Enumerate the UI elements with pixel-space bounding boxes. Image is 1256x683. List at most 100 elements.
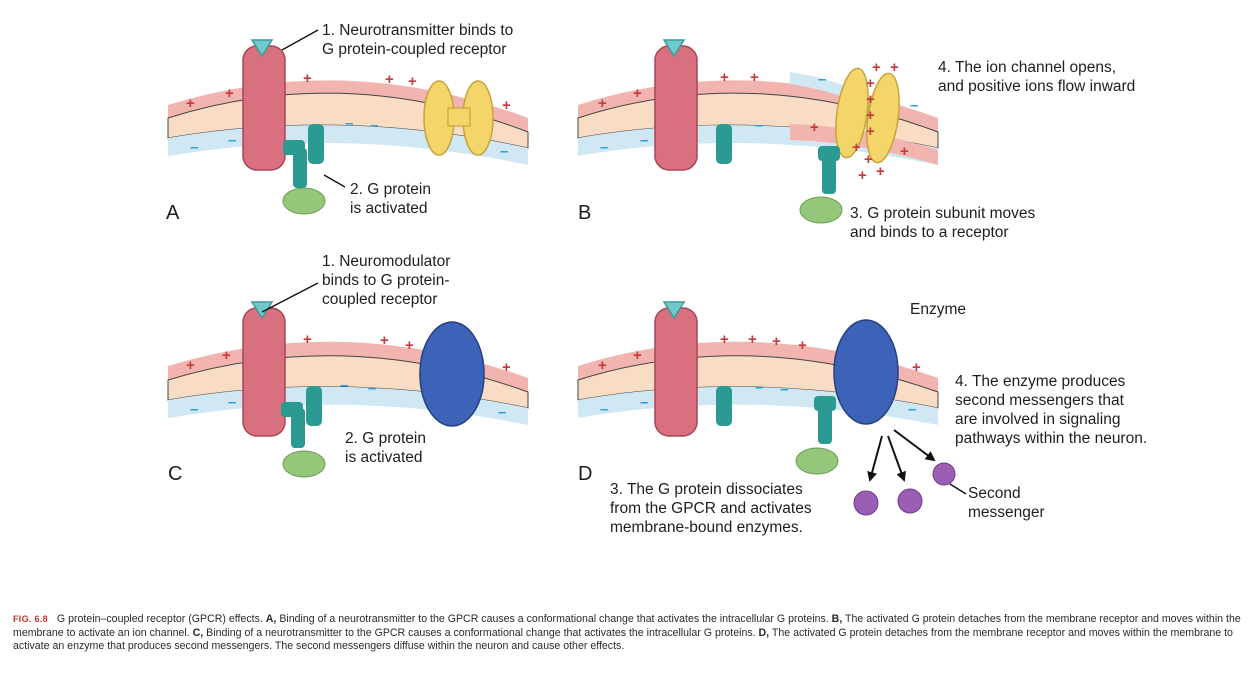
negative-charge: – — [228, 132, 236, 149]
positive-charge: + — [864, 151, 873, 168]
second-messenger — [897, 488, 923, 514]
diffusion-arrow — [887, 435, 906, 482]
enzyme — [833, 319, 899, 425]
gpcr-receptor — [242, 307, 286, 437]
second-messenger — [932, 462, 956, 486]
label-leader-line — [261, 282, 319, 313]
negative-charge: – — [640, 394, 648, 411]
negative-charge: – — [600, 139, 608, 156]
panel-letter: C — [168, 463, 182, 485]
step-label: 2. G protein — [345, 430, 426, 447]
ion-channel-open — [835, 67, 900, 164]
positive-charge: + — [633, 347, 642, 364]
diffusion-arrow — [867, 435, 883, 482]
diffusion-arrow — [893, 429, 936, 462]
second-messenger — [853, 490, 879, 516]
second-messenger-label: Second — [968, 485, 1021, 502]
step-label: 4. The enzyme produces — [955, 373, 1126, 390]
negative-charge: – — [500, 143, 508, 160]
g-protein-teal-subunit — [308, 124, 324, 164]
step-label: are involved in signaling — [955, 411, 1120, 428]
negative-charge: – — [190, 139, 198, 156]
panel-a: + + + + + + – – – – – A 1. Neurotransmit… — [166, 22, 529, 224]
caption-text: The activated G protein detaches from th… — [13, 626, 1233, 653]
negative-charge: – — [340, 377, 348, 394]
negative-charge: – — [755, 379, 763, 396]
step-label: second messengers that — [955, 392, 1125, 409]
label-leader-line — [949, 483, 967, 495]
positive-charge: + — [186, 357, 195, 374]
positive-charge: + — [890, 59, 899, 76]
positive-charge: + — [772, 333, 781, 350]
step-label: is activated — [350, 200, 428, 217]
step-label: and positive ions flow inward — [938, 78, 1135, 95]
positive-charge: + — [748, 331, 757, 348]
panel-c: + + + + + + – – – – – C 1. Neuromodulato… — [167, 253, 529, 485]
gpcr-receptor — [654, 307, 698, 437]
positive-charge: + — [598, 357, 607, 374]
negative-charge: – — [368, 380, 376, 397]
positive-charge: + — [872, 59, 881, 76]
neurotransmitter-ligand — [662, 301, 686, 320]
positive-charge: + — [385, 71, 394, 88]
caption-key: D, — [758, 626, 770, 639]
panel-d: + + + + + + + – – – – – D Enzyme 4. The … — [577, 301, 1147, 536]
negative-charge: – — [818, 71, 826, 88]
positive-charge: + — [405, 337, 414, 354]
positive-charge: + — [502, 359, 511, 376]
positive-charge: + — [866, 91, 875, 108]
enzyme-label: Enzyme — [910, 301, 966, 318]
step-label: 3. The G protein dissociates — [610, 481, 803, 498]
negative-charge: – — [498, 404, 506, 421]
step-label: 1. Neuromodulator — [322, 253, 450, 270]
enzyme — [419, 321, 485, 427]
positive-charge: + — [502, 97, 511, 114]
negative-charge: – — [910, 97, 918, 114]
positive-charge: + — [866, 75, 875, 92]
caption-intro: G protein–coupled receptor (GPCR) effect… — [56, 613, 263, 625]
positive-charge: + — [750, 69, 759, 86]
neurotransmitter-ligand — [250, 39, 274, 58]
label-leader-line — [281, 29, 319, 51]
g-protein-green-subunit — [282, 450, 326, 478]
panel-letter: B — [578, 202, 591, 224]
g-protein-teal-subunit — [818, 402, 832, 444]
positive-charge: + — [876, 163, 885, 180]
step-label: is activated — [345, 449, 423, 466]
positive-charge: + — [798, 337, 807, 354]
panel-letter: D — [578, 463, 592, 485]
positive-charge: + — [380, 332, 389, 349]
negative-charge: – — [228, 394, 236, 411]
negative-charge: – — [345, 115, 353, 132]
positive-charge: + — [225, 85, 234, 102]
ion-channel-closed — [423, 80, 494, 156]
positive-charge: + — [858, 167, 867, 184]
step-label: binds to G protein- — [322, 272, 450, 289]
negative-charge: – — [640, 132, 648, 149]
step-label: coupled receptor — [322, 291, 437, 308]
g-protein-teal-subunit — [306, 386, 322, 426]
step-label: membrane-bound enzymes. — [610, 519, 803, 536]
positive-charge: + — [186, 95, 195, 112]
positive-charge: + — [720, 331, 729, 348]
g-protein-green-subunit — [799, 196, 843, 224]
step-label: pathways within the neuron. — [955, 430, 1147, 447]
gpcr-receptor — [654, 45, 698, 171]
negative-charge: – — [780, 381, 788, 398]
positive-charge: + — [633, 85, 642, 102]
step-label: 1. Neurotransmitter binds to — [322, 22, 513, 39]
caption-text: Binding of a neurotransmitter to the GPC… — [206, 626, 756, 639]
second-messenger-label: messenger — [968, 504, 1045, 521]
step-label: G protein-coupled receptor — [322, 41, 506, 58]
panel-b: + + + + + + + + + + + + + + + + – – – – … — [577, 39, 1135, 241]
gpcr-effects-figure: + + + + + + – – – – – A 1. Neurotransmit… — [166, 22, 1147, 536]
g-protein-teal-subunit — [293, 148, 307, 188]
g-protein-green-subunit — [282, 187, 326, 215]
step-label: 4. The ion channel opens, — [938, 59, 1116, 76]
positive-charge: + — [408, 73, 417, 90]
neurotransmitter-ligand — [662, 39, 686, 58]
positive-charge: + — [900, 143, 909, 160]
negative-charge: – — [370, 117, 378, 134]
step-label: 2. G protein — [350, 181, 431, 198]
